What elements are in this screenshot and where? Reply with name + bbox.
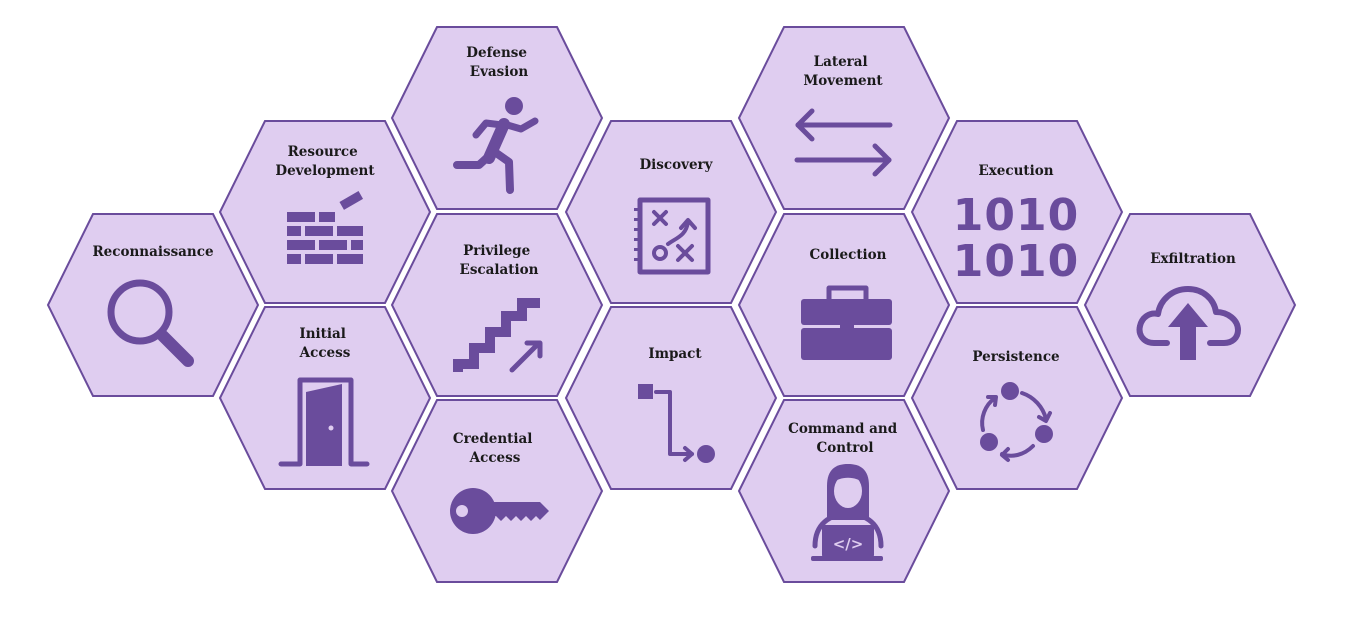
binary-row-1: 1010 (953, 190, 1079, 241)
briefcase-icon (801, 285, 892, 360)
hex-resource-development[interactable]: Resource Development (218, 120, 432, 304)
hex-label: Discovery (639, 157, 713, 173)
hex-privilege-escalation[interactable]: Privilege Escalation (390, 213, 604, 397)
hex-label: Command and Control (788, 421, 902, 456)
magnifier-icon (107, 279, 194, 367)
hex-lateral-movement[interactable]: Lateral Movement (737, 26, 951, 210)
hex-persistence[interactable]: Persistence (910, 306, 1124, 490)
hex-label: Credential Access (453, 431, 537, 466)
hex-credential-access[interactable]: Credential Access (390, 399, 604, 583)
hex-initial-access[interactable]: Initial Access (218, 306, 432, 490)
cloud-upload-icon (1136, 286, 1241, 360)
binary-row-2: 1010 (953, 236, 1079, 287)
hex-label: Privilege Escalation (460, 243, 539, 278)
hex-discovery[interactable]: Discovery (564, 120, 778, 304)
hex-exfiltration[interactable]: Exfiltration (1083, 213, 1297, 397)
hex-label: Collection (810, 247, 887, 263)
hex-label: Resource Development (275, 144, 375, 179)
binary-code-icon: 1010 1010 (953, 190, 1079, 287)
hex-label: Initial Access (299, 326, 351, 361)
hex-label: Execution (978, 163, 1053, 179)
hex-label: Lateral Movement (803, 54, 883, 89)
hacker-laptop-icon: </> (811, 464, 884, 561)
running-person-icon (453, 97, 539, 194)
key-icon (450, 488, 549, 534)
hex-execution[interactable]: Execution 1010 1010 (910, 120, 1124, 304)
path-nodes-icon (638, 384, 715, 463)
hex-label: Reconnaissance (92, 244, 213, 260)
brick-wall-icon (287, 191, 364, 264)
hex-label: Impact (648, 346, 702, 362)
hex-label: Exfiltration (1150, 251, 1236, 267)
hex-label: Defense Evasion (466, 45, 531, 80)
hex-label: Persistence (972, 349, 1059, 365)
hex-defense-evasion[interactable]: Defense Evasion (390, 26, 604, 210)
code-glyph: </> (833, 535, 864, 553)
cycle-nodes-icon (980, 382, 1053, 462)
hex-impact[interactable]: Impact (564, 306, 778, 490)
bidirectional-arrows-icon (794, 108, 893, 177)
hex-reconnaissance[interactable]: Reconnaissance (46, 213, 260, 397)
hex-collection[interactable]: Collection (737, 213, 951, 397)
strategy-board-icon (634, 197, 711, 275)
hex-command-and-control[interactable]: Command and Control </> (737, 399, 951, 583)
open-door-icon (278, 377, 370, 467)
stairs-arrow-icon (453, 298, 543, 373)
